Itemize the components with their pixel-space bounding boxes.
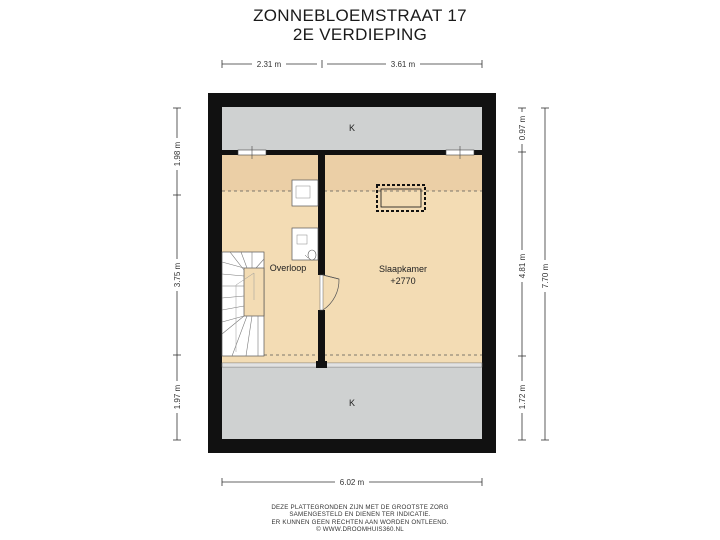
- copyright-link[interactable]: © WWW.DROOMHUIS360.NL: [316, 526, 404, 534]
- disclaimer: DEZE PLATTEGRONDEN ZIJN MET DE GROOTSTE …: [0, 504, 720, 534]
- dim-left-bottom: 1.97 m: [173, 384, 182, 409]
- room-label-landing: Overloop: [270, 263, 307, 273]
- skylight: [376, 184, 426, 212]
- upper-inner-wall: [222, 150, 482, 155]
- dividing-wall-upper: [318, 152, 325, 275]
- dim-right-top: 0.97 m: [518, 115, 527, 140]
- room-label-bedroom: Slaapkamer: [379, 264, 427, 274]
- dim-left-top: 1.98 m: [173, 141, 182, 166]
- disclaimer-line: SAMENGESTELD EN DIENEN TER INDICATIE.: [289, 511, 431, 519]
- dim-bottom-width: 6.02 m: [340, 478, 365, 487]
- dim-right-middle: 4.81 m: [518, 253, 527, 278]
- low-ceiling-band: [222, 155, 482, 191]
- dim-top-right: 3.61 m: [391, 60, 416, 69]
- bedroom-door: [319, 274, 324, 311]
- floor-subtitle: 2E VERDIEPING: [292, 25, 428, 44]
- dim-left-middle: 3.75 m: [173, 262, 182, 287]
- utility-box-upper: [291, 179, 319, 207]
- dividing-wall-lower: [318, 310, 325, 364]
- roof-area-top: [222, 107, 482, 152]
- staircase: [221, 251, 265, 357]
- disclaimer-line: DEZE PLATTEGRONDEN ZIJN MET DE GROOTSTE …: [271, 504, 449, 511]
- plan-title: ZONNEBLOEMSTRAAT 17: [253, 6, 467, 25]
- roof-area-bottom: [222, 366, 482, 439]
- disclaimer-line: ER KUNNEN GEEN RECHTEN AAN WORDEN ONTLEE…: [271, 518, 449, 526]
- dim-top-left: 2.31 m: [257, 60, 282, 69]
- dim-right-total: 7.70 m: [541, 263, 550, 288]
- dim-right-bottom: 1.72 m: [518, 384, 527, 409]
- room-height-bedroom: +2770: [390, 276, 415, 286]
- washbasin: [307, 249, 317, 261]
- door-swing: [322, 274, 340, 311]
- roof-label-bottom: K: [349, 398, 355, 408]
- roof-label-top: K: [349, 123, 355, 133]
